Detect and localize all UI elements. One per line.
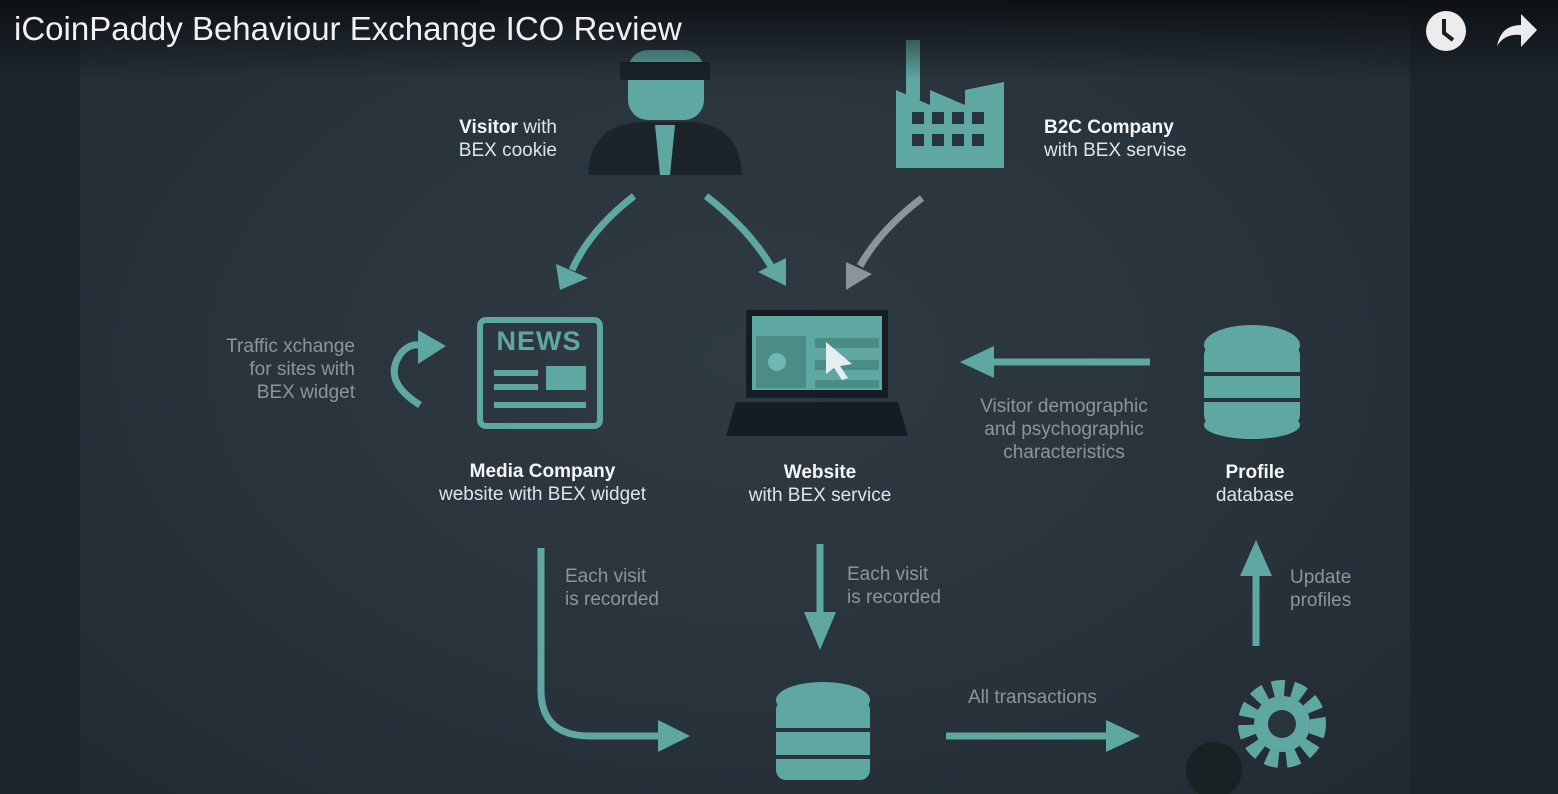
- letterbox-left: [0, 0, 80, 794]
- news-label: NEWS: [496, 326, 582, 356]
- profile-database-icon: [1204, 325, 1300, 439]
- video-frame[interactable]: [80, 0, 1410, 794]
- news-icon: [477, 317, 603, 429]
- video-top-bar: [0, 0, 1558, 80]
- arrows: [390, 193, 1272, 752]
- gear-icon: [1186, 680, 1326, 794]
- video-title[interactable]: iCoinPaddy Behaviour Exchange ICO Review: [14, 10, 682, 47]
- letterbox-right: [1410, 0, 1558, 794]
- laptop-icon: [726, 310, 908, 436]
- clock-icon[interactable]: [1425, 10, 1467, 52]
- all-transactions-label: All transactions: [968, 687, 1097, 708]
- share-arrow-icon[interactable]: [1497, 13, 1539, 49]
- transactions-database-icon: [776, 682, 870, 780]
